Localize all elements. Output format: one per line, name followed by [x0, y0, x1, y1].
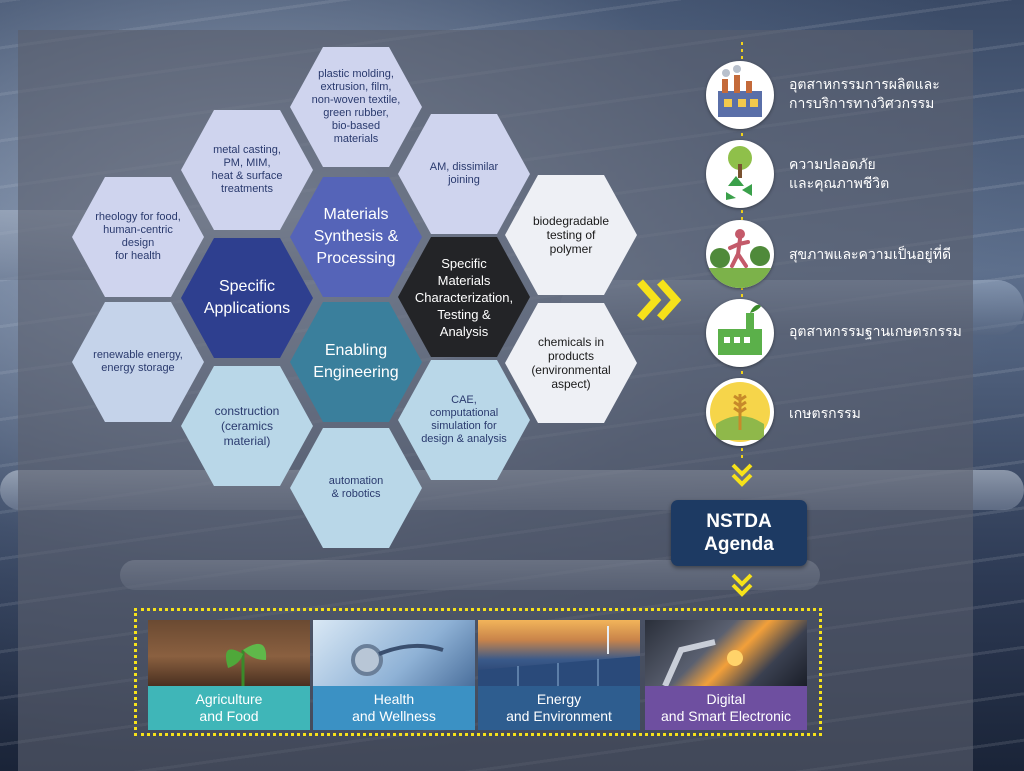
factory-icon	[718, 65, 762, 117]
hex-materials-synthesis: Materials Synthesis & Processing	[290, 177, 422, 297]
hex-renewable-energy: renewable energy, energy storage	[72, 302, 204, 422]
hex-materials-characterization: Specific Materials Characterization, Tes…	[398, 237, 530, 357]
nstda-agenda-box: NSTDA Agenda	[671, 500, 807, 566]
sector-icon-health	[706, 220, 774, 288]
sector-label-health: สุขภาพและความเป็นอยู่ที่ดี	[789, 246, 952, 262]
hex-materials-label: Materials Synthesis & Processing	[313, 206, 399, 267]
hex-metal-label: metal casting, PM, MIM, heat & surface t…	[211, 144, 283, 195]
hex-rheology-label: rheology for food, human-centric design …	[95, 211, 181, 262]
hex-automation-robotics: automation & robotics	[290, 428, 422, 548]
hex-chemicals-label: chemicals in products (environmental asp…	[531, 335, 611, 391]
chevron-down-icon	[731, 573, 753, 597]
focus-label-health: Health and Wellness	[313, 686, 475, 730]
sector-icon-manufacturing	[706, 61, 774, 129]
hex-biodegradable-label: biodegradable testing of polymer	[532, 214, 610, 256]
focus-card-agriculture: Agriculture and Food	[148, 620, 310, 730]
focus-label-digital: Digital and Smart Electronic	[645, 686, 807, 730]
solar-panel-icon	[478, 626, 640, 686]
hex-specific-applications: Specific Applications	[181, 238, 313, 358]
sector-label-agro-industry: อุตสาหกรรมฐานเกษตรกรรม	[789, 323, 962, 339]
digital-photo	[645, 620, 807, 688]
hex-characterization-label: Specific Materials Characterization, Tes…	[414, 255, 514, 339]
energy-photo	[478, 620, 640, 686]
hex-plastic-processing: plastic molding, extrusion, film, non-wo…	[290, 47, 422, 167]
seedling-icon	[225, 643, 267, 686]
green-factory-icon	[718, 304, 762, 355]
double-chevron-right-icon	[637, 279, 682, 321]
hex-renewable-label: renewable energy, energy storage	[93, 349, 183, 374]
sector-label-manufacturing: อุตสาหกรรมการผลิตและ การบริการทางวิศวกรร…	[789, 76, 940, 111]
agriculture-photo	[148, 620, 310, 686]
stethoscope-icon	[351, 643, 444, 676]
wheat-icon	[710, 382, 770, 442]
focus-label-energy: Energy and Environment	[478, 686, 640, 730]
hex-automation-label: automation & robotics	[328, 475, 384, 500]
focus-card-health: Health and Wellness	[313, 620, 475, 730]
hex-enabling-label: Enabling Engineering	[313, 342, 399, 381]
hex-additive-manufacturing: AM, dissimilar joining	[398, 114, 530, 234]
recycle-tree-icon	[726, 146, 752, 200]
hex-rheology: rheology for food, human-centric design …	[72, 177, 204, 297]
jogging-person-icon	[706, 229, 774, 288]
sector-label-agriculture: เกษตรกรรม	[789, 405, 861, 421]
hex-enabling-engineering: Enabling Engineering	[290, 302, 422, 422]
hex-chemicals-in-products: chemicals in products (environmental asp…	[505, 303, 637, 423]
hex-cae-label: CAE, computational simulation for design…	[421, 394, 507, 445]
focus-areas-frame	[134, 608, 822, 736]
hex-metal-processing: metal casting, PM, MIM, heat & surface t…	[181, 110, 313, 230]
sector-icon-agriculture	[706, 378, 774, 446]
focus-label-agriculture: Agriculture and Food	[148, 686, 310, 730]
robot-arm-icon	[662, 639, 743, 688]
hex-cae-simulation: CAE, computational simulation for design…	[398, 360, 530, 480]
hex-biodegradable-testing: biodegradable testing of polymer	[505, 175, 637, 295]
hex-plastic-label: plastic molding, extrusion, film, non-wo…	[311, 68, 401, 145]
hex-construction-label: construction (ceramics material)	[214, 403, 280, 448]
hex-construction: construction (ceramics material)	[181, 366, 313, 486]
health-photo	[313, 620, 475, 686]
chevron-down-icon	[731, 463, 753, 487]
hex-specific-apps-label: Specific Applications	[203, 278, 291, 317]
focus-card-energy: Energy and Environment	[478, 620, 640, 730]
hex-am-label: AM, dissimilar joining	[429, 161, 499, 186]
sector-icon-safety	[706, 140, 774, 208]
focus-card-digital: Digital and Smart Electronic	[645, 620, 807, 730]
sector-label-safety: ความปลอดภัย และคุณภาพชีวิต	[789, 156, 890, 191]
sector-icon-agro-industry	[706, 299, 774, 367]
